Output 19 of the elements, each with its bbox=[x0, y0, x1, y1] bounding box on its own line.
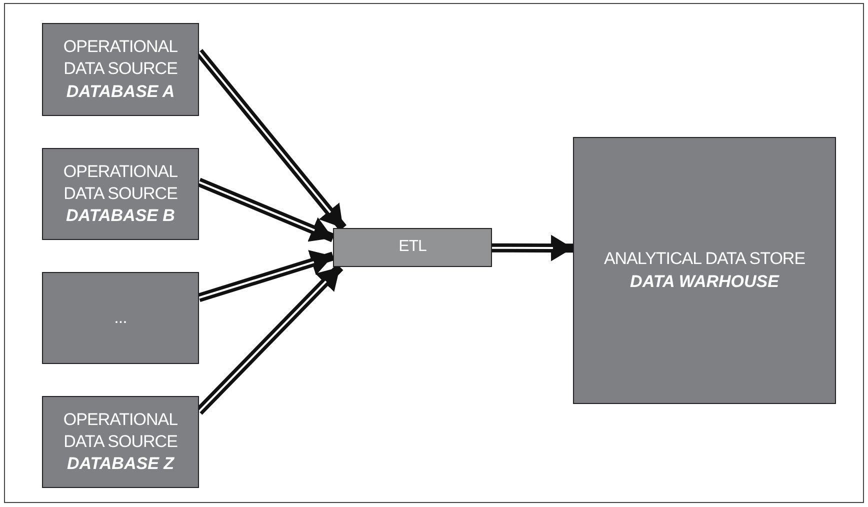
process-box bbox=[333, 228, 492, 267]
arrow bbox=[198, 250, 334, 302]
source-box bbox=[42, 148, 199, 240]
arrow bbox=[492, 234, 573, 262]
box-title: OPERATIONAL DATA SOURCE bbox=[62, 408, 179, 453]
source-box bbox=[42, 272, 199, 364]
store-box bbox=[573, 137, 836, 404]
box-subtitle: DATA WARHOUSE bbox=[630, 270, 779, 292]
source-box bbox=[42, 23, 199, 116]
arrow bbox=[197, 178, 335, 242]
box-subtitle: DATABASE B bbox=[66, 205, 175, 228]
box-title: ANALYTICAL DATA STORE bbox=[604, 248, 806, 270]
box-title: ... bbox=[114, 306, 127, 329]
box-subtitle: DATABASE Z bbox=[66, 453, 174, 476]
source-box bbox=[42, 396, 199, 488]
box-title: OPERATIONAL DATA SOURCE bbox=[62, 160, 179, 205]
box-title: ETL bbox=[398, 237, 426, 258]
box-title: OPERATIONAL DATA SOURCE bbox=[62, 36, 179, 80]
box-subtitle: DATABASE A bbox=[66, 80, 175, 103]
